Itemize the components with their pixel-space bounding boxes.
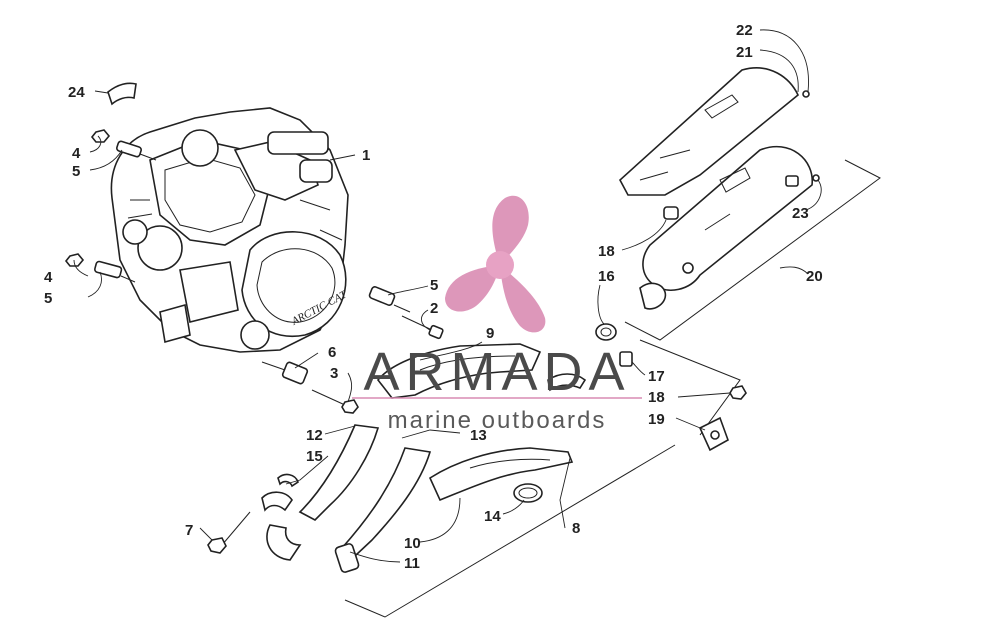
- gasket-15: [277, 473, 299, 488]
- callout-22: 22: [736, 22, 753, 39]
- callout-10: 10: [404, 535, 421, 552]
- callout-16: 16: [598, 268, 615, 285]
- engine-nut-upper: [90, 129, 111, 143]
- front-pipe-9: [376, 343, 587, 399]
- clamp-14: [513, 483, 543, 503]
- callout-4-lower: 4: [44, 269, 53, 286]
- callout-3: 3: [330, 365, 338, 382]
- logo-hub: [486, 251, 514, 279]
- screw-22: [802, 90, 810, 98]
- mount-bracket-19: [698, 416, 729, 452]
- bolt-7: [207, 511, 251, 554]
- spring-17: [619, 351, 633, 367]
- armada-logo-icon: [445, 195, 546, 333]
- engine-stud-upper: [116, 140, 157, 161]
- group-bracket-8: [344, 444, 676, 618]
- exhaust-stud-6: [261, 361, 309, 385]
- gasket-24: [107, 82, 137, 106]
- callout-8: 8: [572, 520, 580, 537]
- nut-18-lower: [729, 385, 747, 400]
- callout-24: 24: [68, 84, 85, 101]
- pipe-end-11: [334, 543, 360, 573]
- group-bracket-20: [624, 159, 881, 341]
- heat-shield-upper: [618, 67, 799, 196]
- callout-7: 7: [185, 522, 193, 539]
- callout-19: 19: [648, 411, 665, 428]
- watermark-subtitle: marine outboards: [388, 407, 607, 434]
- callout-5-upper: 5: [72, 163, 80, 180]
- group-bracket-18-19: [639, 339, 741, 436]
- exhaust-bolt-3: [311, 389, 359, 414]
- head-pipe-12: [261, 424, 380, 561]
- logo-blade-left: [445, 265, 500, 312]
- callout-18-lower: 18: [648, 389, 665, 406]
- head-pipe-13: [340, 447, 432, 556]
- muffler: [639, 145, 813, 310]
- callout-6: 6: [328, 344, 336, 361]
- callout-15: 15: [306, 448, 323, 465]
- gasket-ring-16: [595, 323, 617, 341]
- callout-5-right: 5: [430, 277, 438, 294]
- callout-11: 11: [404, 555, 420, 572]
- engine-nut-lower: [64, 253, 85, 267]
- callout-23: 23: [792, 205, 809, 222]
- callout-20: 20: [806, 268, 823, 285]
- callout-labels: 1 2 3 4 4 5 5 5 6 7 8 9 10 11 12 13 14 1…: [44, 22, 823, 572]
- exhaust-stud-right: [368, 286, 411, 313]
- callout-12: 12: [306, 427, 323, 444]
- callout-14: 14: [484, 508, 501, 525]
- engine-assembly: [110, 107, 349, 353]
- grommet-23: [785, 174, 820, 187]
- exhaust-bolt: [401, 315, 444, 340]
- logo-blade-right: [500, 265, 546, 333]
- logo-blade-top: [492, 195, 529, 265]
- leader-lines: [73, 29, 822, 563]
- callout-9: 9: [486, 325, 494, 342]
- engine-stud-lower: [94, 260, 136, 283]
- callout-21: 21: [736, 44, 753, 61]
- connector-pipe-10: [428, 447, 574, 502]
- watermark-title: ARMADA: [363, 342, 630, 402]
- callout-17: 17: [648, 368, 665, 385]
- nut-18-upper: [663, 206, 679, 220]
- callout-5-lower: 5: [44, 290, 52, 307]
- callout-1: 1: [362, 147, 370, 164]
- callout-2: 2: [430, 300, 438, 317]
- callout-4-upper: 4: [72, 145, 81, 162]
- callout-18-upper: 18: [598, 243, 615, 260]
- callout-13: 13: [470, 427, 487, 444]
